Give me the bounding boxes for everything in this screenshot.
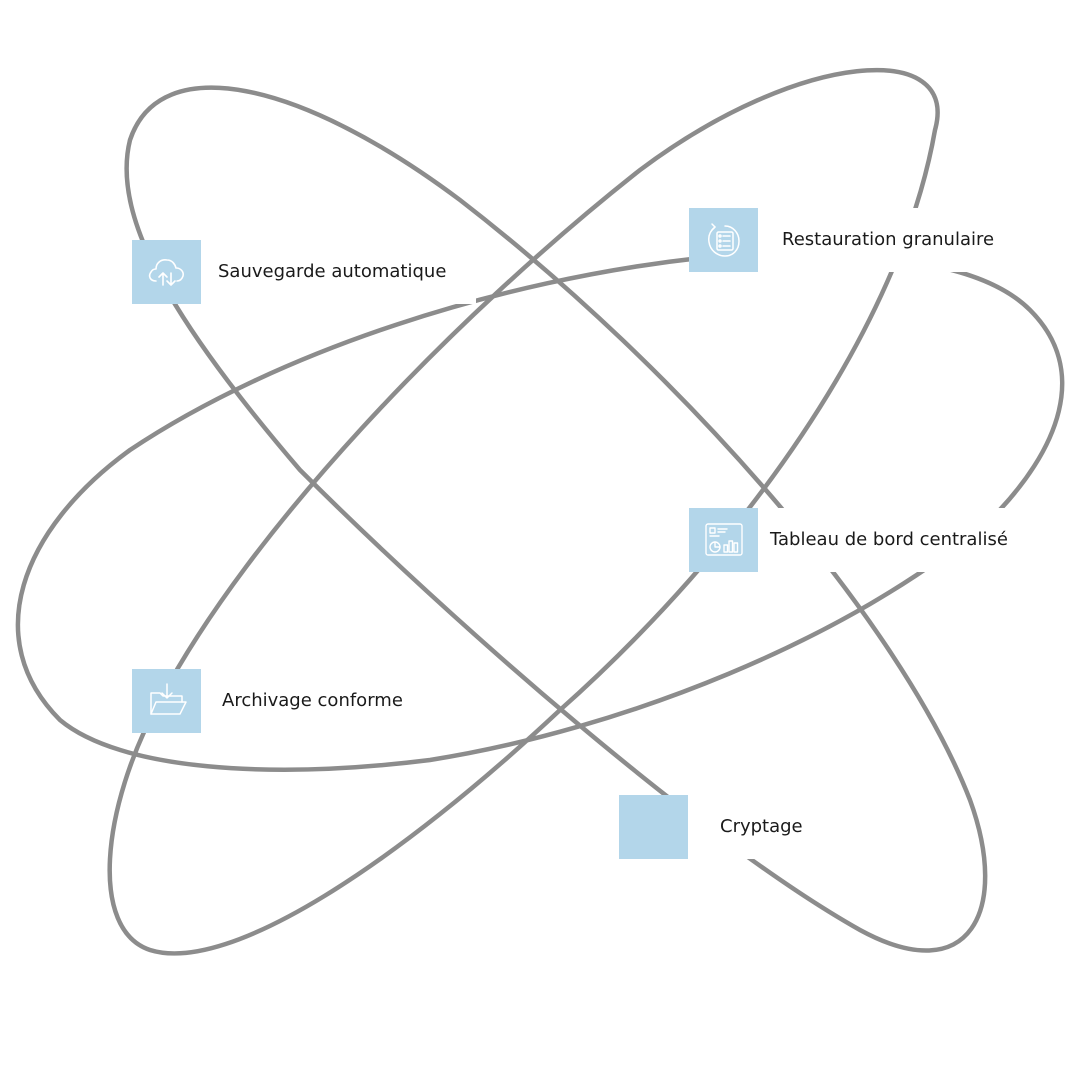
cloud-sync-icon bbox=[148, 259, 184, 286]
feature-label: Archivage conforme bbox=[201, 669, 433, 733]
feature-tile bbox=[689, 508, 758, 572]
orbit-ring-1 bbox=[124, 85, 988, 953]
orbit-ring-2 bbox=[107, 67, 940, 956]
feature-tile bbox=[132, 240, 201, 304]
feature-sauvegarde-automatique: Sauvegarde automatique bbox=[132, 240, 477, 304]
feature-label: Sauvegarde automatique bbox=[201, 240, 477, 304]
folder-download-icon bbox=[149, 683, 187, 715]
feature-archivage-conforme: Archivage conforme bbox=[132, 669, 433, 733]
feature-tile bbox=[689, 208, 758, 272]
feature-label: Cryptage bbox=[688, 795, 833, 859]
feature-label: Tableau de bord centralisé bbox=[758, 508, 1030, 572]
feature-tile bbox=[619, 795, 688, 859]
feature-label: Restauration granulaire bbox=[758, 208, 1025, 272]
dashboard-chart-icon bbox=[704, 523, 743, 556]
feature-restauration-granulaire: Restauration granulaire bbox=[689, 208, 1025, 272]
feature-tableau-de-bord-centralise: Tableau de bord centralisé bbox=[689, 508, 1030, 572]
feature-tile bbox=[132, 669, 201, 733]
list-restore-icon bbox=[707, 223, 740, 257]
feature-cryptage: Cryptage bbox=[619, 795, 833, 859]
